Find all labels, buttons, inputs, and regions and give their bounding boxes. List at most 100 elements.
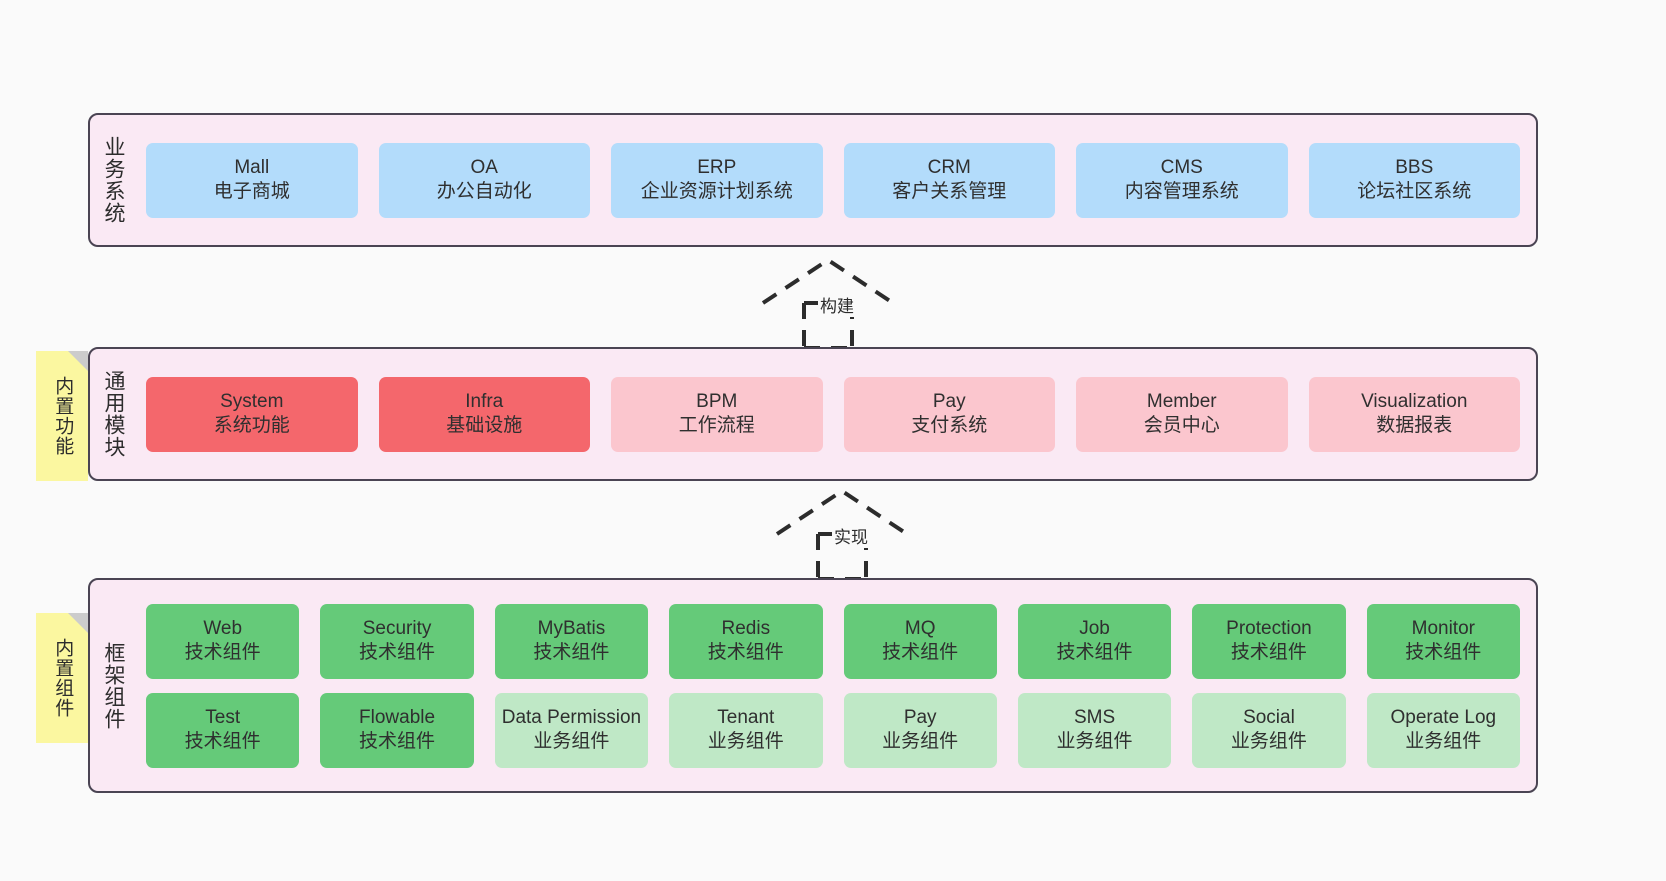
card-subtitle: 工作流程 <box>678 415 755 436</box>
card-subtitle: 技术组件 <box>359 642 436 663</box>
card-subtitle: 内容管理系统 <box>1124 181 1239 202</box>
card-mall[interactable]: Mall 电子商城 <box>146 142 358 218</box>
card-job[interactable]: Job 技术组件 <box>1017 603 1172 679</box>
card-subtitle: 技术组件 <box>707 642 784 663</box>
card-crm[interactable]: CRM 客户关系管理 <box>843 142 1055 218</box>
card-title: Protection <box>1226 617 1312 639</box>
layer-title-business-system: 业务系统 <box>101 136 125 224</box>
card-subtitle: 技术组件 <box>359 731 436 752</box>
card-title: Flowable <box>359 706 436 728</box>
card-monitor[interactable]: Monitor 技术组件 <box>1366 603 1520 679</box>
card-title: Test <box>205 706 241 728</box>
card-sms[interactable]: SMS 业务组件 <box>1017 692 1172 768</box>
card-pay-component[interactable]: Pay 业务组件 <box>843 692 997 768</box>
card-title: MyBatis <box>537 617 606 639</box>
card-title: SMS <box>1073 706 1116 728</box>
card-subtitle: 系统功能 <box>213 415 290 436</box>
card-subtitle: 技术组件 <box>533 642 610 663</box>
folded-corner-icon <box>68 613 88 633</box>
card-system[interactable]: System 系统功能 <box>146 376 358 452</box>
card-erp[interactable]: ERP 企业资源计划系统 <box>611 142 823 218</box>
card-title: Tenant <box>717 706 775 728</box>
layer-common-module[interactable]: 通用模块 System 系统功能 Infra 基础设施 BPM 工作流程 Pay… <box>88 347 1538 481</box>
card-visualization[interactable]: Visualization 数据报表 <box>1308 376 1520 452</box>
card-subtitle: 数据报表 <box>1376 415 1453 436</box>
card-subtitle: 业务组件 <box>1230 731 1307 752</box>
card-mybatis[interactable]: MyBatis 技术组件 <box>494 603 649 679</box>
layer-title-common-module: 通用模块 <box>101 370 125 458</box>
card-title: Security <box>362 617 432 639</box>
card-data-permission[interactable]: Data Permission 业务组件 <box>494 692 649 768</box>
card-bbs[interactable]: BBS 论坛社区系统 <box>1308 142 1520 218</box>
card-web[interactable]: Web 技术组件 <box>146 603 300 679</box>
card-subtitle: 客户关系管理 <box>892 181 1007 202</box>
card-subtitle: 技术组件 <box>184 642 261 663</box>
card-subtitle: 技术组件 <box>1405 642 1482 663</box>
card-row: Web 技术组件 Security 技术组件 MyBatis 技术组件 Redi… <box>146 603 1520 679</box>
card-subtitle: 业务组件 <box>707 731 784 752</box>
card-subtitle: 会员中心 <box>1143 415 1220 436</box>
card-title: MQ <box>904 617 936 639</box>
card-row: Test 技术组件 Flowable 技术组件 Data Permission … <box>146 692 1520 768</box>
card-title: BBS <box>1395 156 1434 178</box>
layer-body-business-system: Mall 电子商城 OA 办公自动化 ERP 企业资源计划系统 CRM 客户关系… <box>136 115 1536 245</box>
sticky-note-label: 内置功能 <box>52 376 74 456</box>
card-pay[interactable]: Pay 支付系统 <box>843 376 1055 452</box>
arrow-label-implement: 实现 <box>832 523 870 548</box>
card-title: System <box>220 390 284 412</box>
arrow-implement: 实现 <box>772 488 922 581</box>
card-title: Mall <box>234 156 270 178</box>
card-title: CRM <box>927 156 971 178</box>
card-subtitle: 论坛社区系统 <box>1357 181 1472 202</box>
card-security[interactable]: Security 技术组件 <box>320 603 474 679</box>
sticky-note-label: 内置组件 <box>52 638 74 718</box>
card-subtitle: 技术组件 <box>1230 642 1307 663</box>
card-row: System 系统功能 Infra 基础设施 BPM 工作流程 Pay 支付系统… <box>146 376 1520 452</box>
card-subtitle: 业务组件 <box>882 731 959 752</box>
card-title: CMS <box>1160 156 1203 178</box>
card-title: Pay <box>932 390 966 412</box>
card-row: Mall 电子商城 OA 办公自动化 ERP 企业资源计划系统 CRM 客户关系… <box>146 142 1520 218</box>
card-title: BPM <box>696 390 738 412</box>
sticky-note-builtin-feature: 内置功能 <box>36 351 88 481</box>
card-oa[interactable]: OA 办公自动化 <box>378 142 590 218</box>
card-title: Web <box>203 617 243 639</box>
card-operate-log[interactable]: Operate Log 业务组件 <box>1366 692 1520 768</box>
layer-body-framework-component: Web 技术组件 Security 技术组件 MyBatis 技术组件 Redi… <box>136 580 1536 791</box>
card-title: Data Permission <box>501 706 642 728</box>
folded-corner-icon <box>68 351 88 371</box>
card-subtitle: 办公自动化 <box>436 181 532 202</box>
card-protection[interactable]: Protection 技术组件 <box>1192 603 1346 679</box>
card-subtitle: 电子商城 <box>213 181 290 202</box>
layer-body-common-module: System 系统功能 Infra 基础设施 BPM 工作流程 Pay 支付系统… <box>136 349 1536 479</box>
card-title: Monitor <box>1411 617 1475 639</box>
card-subtitle: 技术组件 <box>184 731 261 752</box>
layer-business-system[interactable]: 业务系统 Mall 电子商城 OA 办公自动化 ERP 企业资源计划系统 CRM… <box>88 113 1538 247</box>
card-flowable[interactable]: Flowable 技术组件 <box>320 692 474 768</box>
card-subtitle: 业务组件 <box>1056 731 1133 752</box>
card-member[interactable]: Member 会员中心 <box>1076 376 1288 452</box>
card-title: ERP <box>697 156 737 178</box>
card-subtitle: 企业资源计划系统 <box>640 181 793 202</box>
card-title: Job <box>1079 617 1110 639</box>
card-subtitle: 业务组件 <box>533 731 610 752</box>
card-title: Visualization <box>1361 390 1468 412</box>
card-social[interactable]: Social 业务组件 <box>1192 692 1346 768</box>
card-title: Redis <box>721 617 771 639</box>
card-cms[interactable]: CMS 内容管理系统 <box>1076 142 1288 218</box>
card-subtitle: 基础设施 <box>446 415 523 436</box>
card-subtitle: 业务组件 <box>1405 731 1482 752</box>
card-infra[interactable]: Infra 基础设施 <box>378 376 590 452</box>
card-title: Pay <box>903 706 937 728</box>
card-subtitle: 技术组件 <box>1056 642 1133 663</box>
arrow-label-build: 构建 <box>818 292 856 317</box>
card-tenant[interactable]: Tenant 业务组件 <box>669 692 823 768</box>
card-redis[interactable]: Redis 技术组件 <box>669 603 823 679</box>
card-test[interactable]: Test 技术组件 <box>146 692 300 768</box>
layer-title-framework-component: 框架组件 <box>101 641 125 730</box>
card-title: Infra <box>465 390 504 412</box>
layer-framework-component[interactable]: 框架组件 Web 技术组件 Security 技术组件 MyBatis 技术组件… <box>88 578 1538 793</box>
card-mq[interactable]: MQ 技术组件 <box>843 603 997 679</box>
sticky-note-builtin-component: 内置组件 <box>36 613 88 743</box>
card-bpm[interactable]: BPM 工作流程 <box>611 376 823 452</box>
